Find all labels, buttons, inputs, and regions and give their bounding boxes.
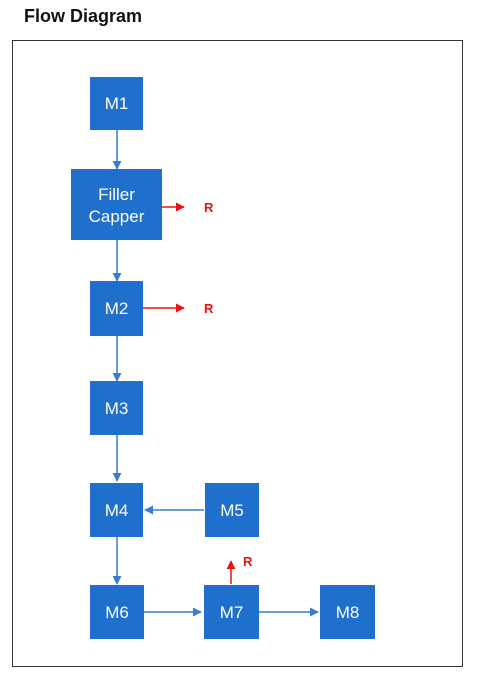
node-m4: M4 <box>90 483 143 537</box>
node-m3: M3 <box>90 381 143 435</box>
node-filler-capper-label-line1: Filler <box>98 185 135 204</box>
node-filler-capper: Filler Capper <box>71 169 162 240</box>
node-m3-label: M3 <box>105 399 129 418</box>
node-m7-label: M7 <box>220 603 244 622</box>
reject-label-m7: R <box>243 554 253 569</box>
node-m5-label: M5 <box>220 501 244 520</box>
node-m1-label: M1 <box>105 94 129 113</box>
node-m2: M2 <box>90 281 143 336</box>
reject-label-filler-capper: R <box>204 200 214 215</box>
node-m8: M8 <box>320 585 375 639</box>
diagram-frame <box>12 40 463 667</box>
node-m6-label: M6 <box>105 603 129 622</box>
node-m8-label: M8 <box>336 603 360 622</box>
node-m1: M1 <box>90 77 143 130</box>
node-m5: M5 <box>205 483 259 537</box>
node-m6: M6 <box>90 585 144 639</box>
diagram-title: Flow Diagram <box>24 6 143 26</box>
reject-label-m2: R <box>204 301 214 316</box>
node-m4-label: M4 <box>105 501 129 520</box>
node-m2-label: M2 <box>105 299 129 318</box>
node-m7: M7 <box>204 585 259 639</box>
node-filler-capper-label-line2: Capper <box>89 207 145 226</box>
